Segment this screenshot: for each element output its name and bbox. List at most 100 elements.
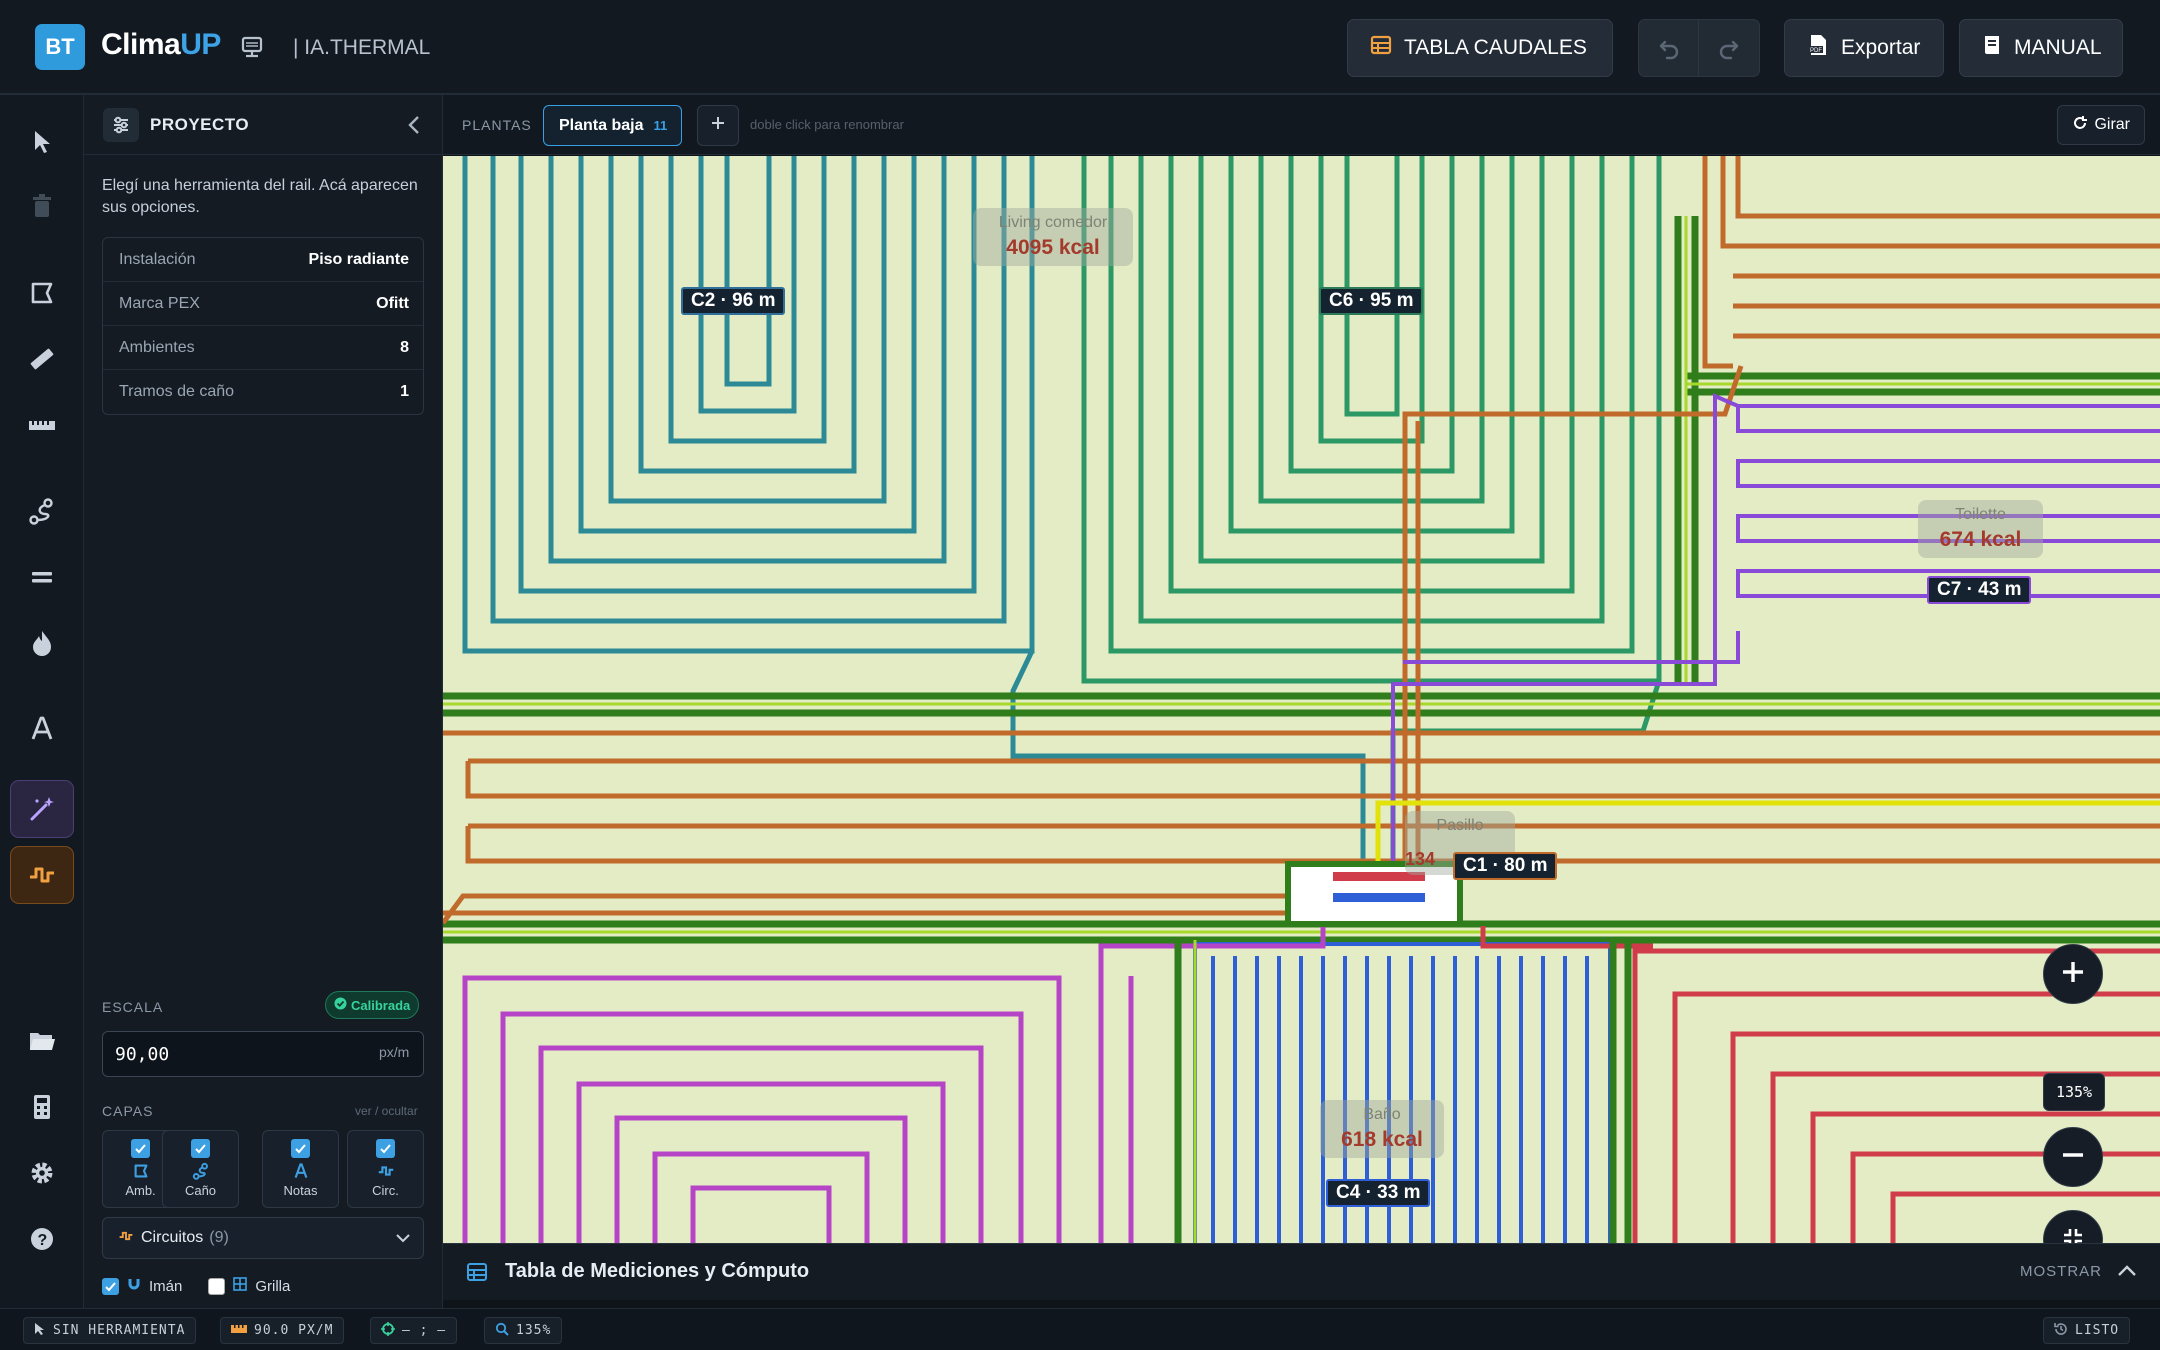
folder-open-icon[interactable]: [10, 1012, 74, 1070]
export-button[interactable]: PDF Exportar: [1784, 19, 1944, 77]
status-zoom: 135%: [484, 1317, 563, 1344]
undo-redo-group: [1638, 19, 1760, 77]
scale-input[interactable]: [102, 1031, 424, 1077]
info-row-pipe-sections: Tramos de caño 1: [103, 370, 423, 414]
redo-icon[interactable]: [1699, 20, 1759, 76]
layers-section-label: CAPAS: [102, 1103, 154, 1119]
layer-name: Notas: [283, 1183, 318, 1198]
chevron-up-icon[interactable]: [2116, 1260, 2138, 1282]
show-toggle[interactable]: MOSTRAR: [2020, 1263, 2102, 1280]
checkbox-checked-icon[interactable]: [291, 1139, 310, 1158]
ai-magic-wand-icon[interactable]: [10, 780, 74, 838]
history-icon: [2054, 1322, 2068, 1340]
info-value: Piso radiante: [308, 250, 409, 268]
chevron-down-icon: [393, 1228, 413, 1248]
checkbox-checked-icon[interactable]: [376, 1139, 395, 1158]
compress-icon: [2062, 1227, 2084, 1249]
tabla-caudales-label: TABLA CAUDALES: [1404, 36, 1587, 59]
circuit-label-c1[interactable]: C1 · 80 m: [1453, 852, 1558, 880]
layer-toggle-notes[interactable]: Notas: [262, 1130, 339, 1208]
scale-section-label: ESCALA: [102, 999, 164, 1015]
circuit-label-c7[interactable]: C7 · 43 m: [1927, 576, 2032, 604]
zoom-level: 135%: [2043, 1073, 2105, 1111]
gear-icon[interactable]: [10, 1144, 74, 1202]
top-bar: BT ClimaUP | IA.THERMAL TABLA CAUDALES P…: [0, 0, 2160, 95]
floor-tab-count: 11: [653, 118, 668, 133]
add-floor-button[interactable]: [697, 105, 739, 146]
sliders-icon: [103, 108, 139, 142]
floor-plan-drawing: [443, 156, 2160, 1248]
export-label: Exportar: [1841, 36, 1921, 59]
iman-checkbox[interactable]: [102, 1277, 119, 1295]
checkbox-checked-icon[interactable]: [131, 1139, 150, 1158]
measurements-table-bar[interactable]: Tabla de Mediciones y Cómputo MOSTRAR: [443, 1243, 2160, 1300]
calibrated-badge: Calibrada: [325, 991, 420, 1019]
circuit-label-c2[interactable]: C2 · 96 m: [681, 287, 786, 315]
info-value: 1: [400, 383, 409, 400]
minus-icon: [2060, 1142, 2086, 1173]
rotate-button[interactable]: Girar: [2057, 105, 2145, 145]
measure-icon[interactable]: [10, 330, 74, 388]
chevron-left-icon[interactable]: [402, 111, 426, 139]
rename-hint: doble click para renombrar: [750, 117, 904, 132]
tool-hint-text: Elegí una herramienta del rail. Acá apar…: [102, 177, 418, 216]
info-key: Marca PEX: [119, 294, 200, 312]
room-draw-icon[interactable]: [10, 264, 74, 322]
manual-button[interactable]: MANUAL: [1959, 19, 2123, 77]
select-tool-icon[interactable]: [10, 112, 74, 170]
checkbox-checked-icon[interactable]: [191, 1139, 210, 1158]
circuit-label-c4[interactable]: C4 · 33 m: [1326, 1179, 1431, 1207]
zoom-in-button[interactable]: [2043, 944, 2103, 1004]
ruler-icon: [231, 1323, 247, 1338]
layer-toggle-pipe[interactable]: Caño: [162, 1130, 239, 1208]
pipe-route-icon[interactable]: [10, 482, 74, 540]
table-icon: [1370, 34, 1392, 62]
equals-icon[interactable]: [10, 548, 74, 606]
tab-planta-baja[interactable]: Planta baja 11: [543, 105, 683, 146]
status-tool: SIN HERRAMIENTA: [23, 1317, 197, 1344]
status-tool-text: SIN HERRAMIENTA: [53, 1323, 186, 1338]
trash-icon[interactable]: [10, 177, 74, 235]
manual-label: MANUAL: [2014, 36, 2102, 59]
panel-title: PROYECTO: [150, 115, 250, 134]
info-key: Tramos de caño: [119, 383, 235, 400]
zoom-out-button[interactable]: [2043, 1127, 2103, 1187]
monitor-icon[interactable]: [238, 34, 266, 60]
grilla-checkbox[interactable]: [208, 1277, 226, 1295]
circuit-tool-icon[interactable]: [10, 846, 74, 904]
text-icon: [289, 1161, 313, 1181]
pipe-icon: [189, 1161, 213, 1181]
flame-icon[interactable]: [10, 614, 74, 672]
check-circle-icon: [334, 997, 347, 1013]
room-name: Pasillo: [1436, 817, 1484, 834]
ruler-icon[interactable]: [10, 395, 74, 453]
rotate-icon: [2072, 115, 2088, 136]
text-tool-icon[interactable]: [10, 700, 74, 758]
layer-name: Circ.: [372, 1183, 399, 1198]
status-bar: SIN HERRAMIENTA 90.0 PX/M – ; – 135% LIS…: [0, 1308, 2160, 1350]
table-icon: [466, 1261, 488, 1283]
circuit-label-c6[interactable]: C6 · 95 m: [1319, 287, 1424, 315]
info-row-installation: Instalación Piso radiante: [103, 238, 423, 282]
magnet-icon: [127, 1277, 141, 1295]
room-kcal: 134: [1405, 849, 1436, 869]
iman-label: Imán: [149, 1277, 183, 1295]
app-name-prefix: Clima: [101, 28, 181, 61]
floors-label: PLANTAS: [462, 117, 532, 133]
room-kcal: 674 kcal: [1939, 528, 2022, 551]
tabla-caudales-button[interactable]: TABLA CAUDALES: [1347, 19, 1613, 77]
info-key: Instalación: [119, 250, 196, 268]
help-icon[interactable]: ?: [10, 1210, 74, 1268]
layer-toggle-circuits[interactable]: Circ.: [347, 1130, 424, 1208]
undo-icon[interactable]: [1639, 20, 1700, 76]
circuits-select[interactable]: Circuitos (9): [102, 1217, 424, 1259]
floor-tab-label: Planta baja: [559, 116, 644, 134]
app-logo-badge: BT: [35, 24, 85, 70]
calculator-icon[interactable]: [10, 1078, 74, 1136]
brand-subtitle: | IA.THERMAL: [293, 36, 431, 59]
status-scale: 90.0 PX/M: [220, 1317, 345, 1344]
